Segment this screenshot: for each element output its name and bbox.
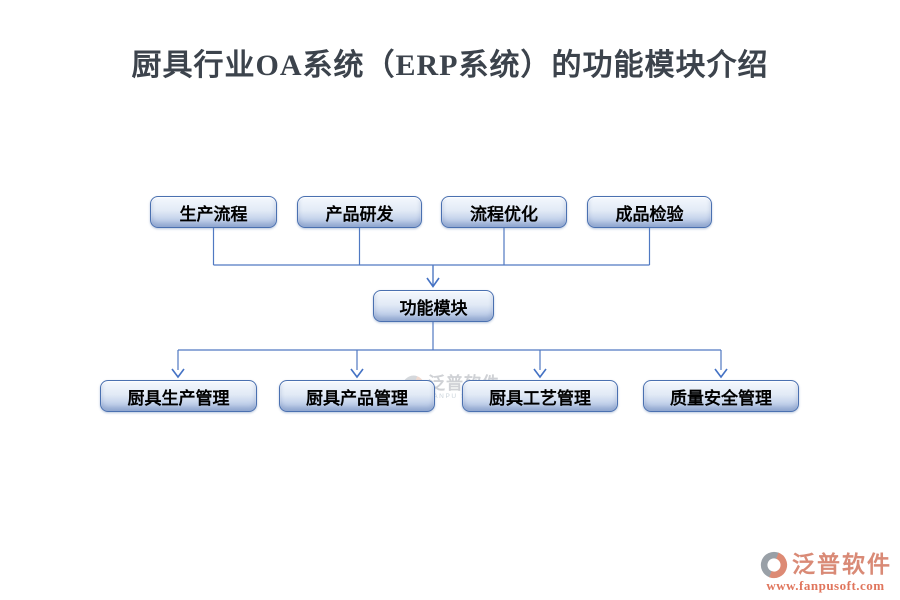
footer-brand-text: 泛普软件 bbox=[792, 552, 892, 577]
node-label: 成品检验 bbox=[615, 204, 684, 224]
arrowhead-center-icon bbox=[426, 277, 440, 288]
node-kitchenware-production-management: 厨具生产管理 bbox=[100, 380, 257, 412]
node-label: 厨具产品管理 bbox=[306, 388, 408, 408]
node-quality-safety-management: 质量安全管理 bbox=[643, 380, 799, 412]
node-label: 生产流程 bbox=[179, 204, 248, 224]
page-title: 厨具行业OA系统（ERP系统）的功能模块介绍 bbox=[131, 49, 769, 82]
footer-brand-url: www.fanpusoft.com bbox=[766, 578, 885, 593]
node-kitchenware-product-management: 厨具产品管理 bbox=[279, 380, 435, 412]
node-product-rnd: 产品研发 bbox=[297, 196, 422, 228]
node-finished-product-inspection: 成品检验 bbox=[587, 196, 712, 228]
node-label: 厨具生产管理 bbox=[127, 388, 230, 408]
node-label: 功能模块 bbox=[399, 298, 468, 318]
bottom-bus-line bbox=[177, 322, 722, 370]
node-function-modules: 功能模块 bbox=[373, 290, 494, 322]
node-production-process: 生产流程 bbox=[150, 196, 277, 228]
node-label: 流程优化 bbox=[470, 204, 538, 224]
node-process-optimization: 流程优化 bbox=[441, 196, 567, 228]
node-label: 厨具工艺管理 bbox=[489, 388, 591, 408]
top-bus-line bbox=[212, 228, 651, 266]
footer-brand-logo: 泛普软件 www.fanpusoft.com bbox=[759, 550, 892, 594]
node-label: 质量安全管理 bbox=[670, 388, 772, 408]
node-kitchenware-craft-management: 厨具工艺管理 bbox=[462, 380, 618, 412]
node-label: 产品研发 bbox=[325, 204, 394, 224]
fanpu-logo-icon bbox=[760, 551, 788, 579]
